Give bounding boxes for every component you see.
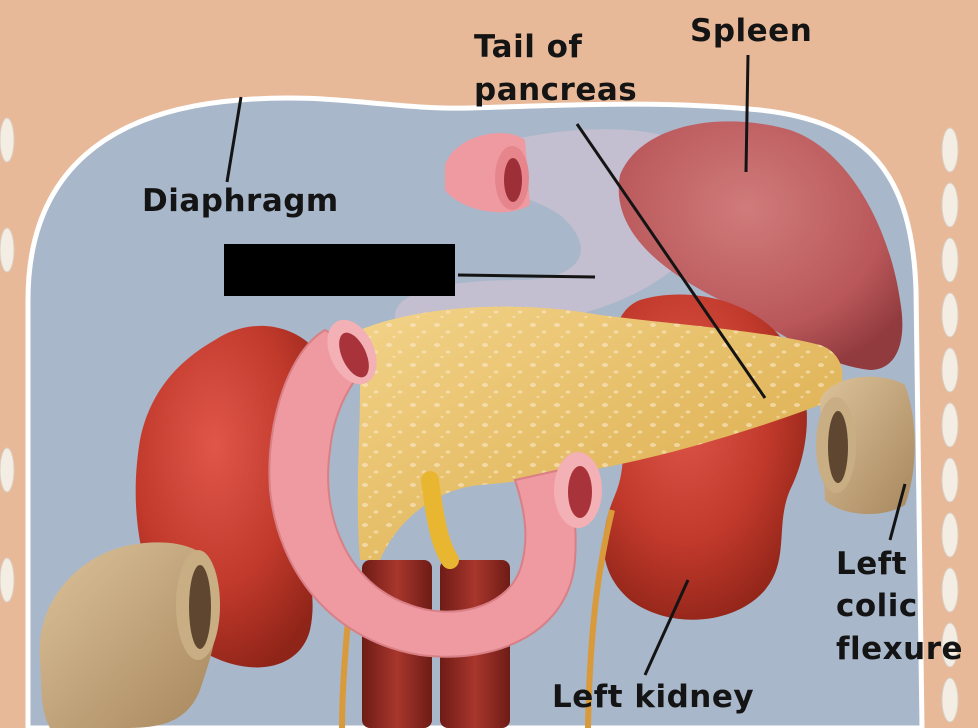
leader-line-left-kidney <box>643 579 690 676</box>
ascending-colon <box>39 542 220 728</box>
leader-line-left-colic-flexure <box>888 483 907 541</box>
label-spleen: Spleen <box>690 13 813 49</box>
label-left-colic-flexure-line2: colic <box>836 588 918 624</box>
label-left-kidney: Left kidney <box>552 679 755 715</box>
pancreas <box>357 306 843 569</box>
label-tail-of-pancreas-line2: pancreas <box>474 72 638 108</box>
left-colic-flexure-organ <box>816 376 915 515</box>
label-left-colic-flexure-line3: flexure <box>836 631 964 667</box>
leader-line-diaphragm <box>225 96 243 183</box>
spleen <box>618 121 903 370</box>
leader-lines <box>225 54 907 676</box>
left-spine-beads <box>0 117 15 603</box>
right-spine-beads <box>941 127 959 723</box>
leader-line-redacted <box>457 273 596 279</box>
label-tail-of-pancreas-line1: Tail of <box>474 29 583 65</box>
duodenum <box>268 319 602 658</box>
esophagus <box>445 133 530 213</box>
leader-line-spleen <box>744 54 750 173</box>
left-ureter <box>585 509 615 728</box>
label-diaphragm: Diaphragm <box>142 183 339 219</box>
label-left-colic-flexure-line1: Left <box>836 546 908 582</box>
leader-line-tail-of-pancreas <box>575 123 767 399</box>
redacted-label-box <box>224 244 455 296</box>
